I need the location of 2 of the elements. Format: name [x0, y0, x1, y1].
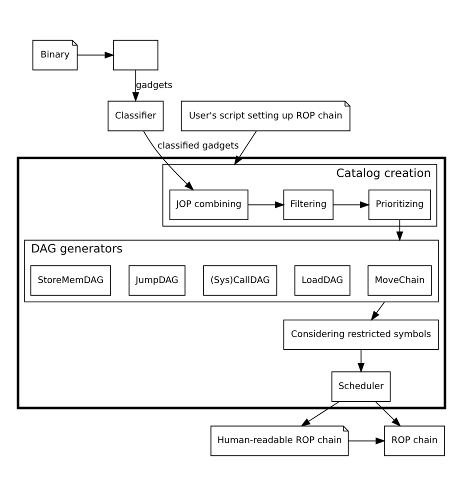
edge-label: classified gadgets: [158, 141, 239, 152]
edge-label: gadgets: [136, 80, 172, 90]
